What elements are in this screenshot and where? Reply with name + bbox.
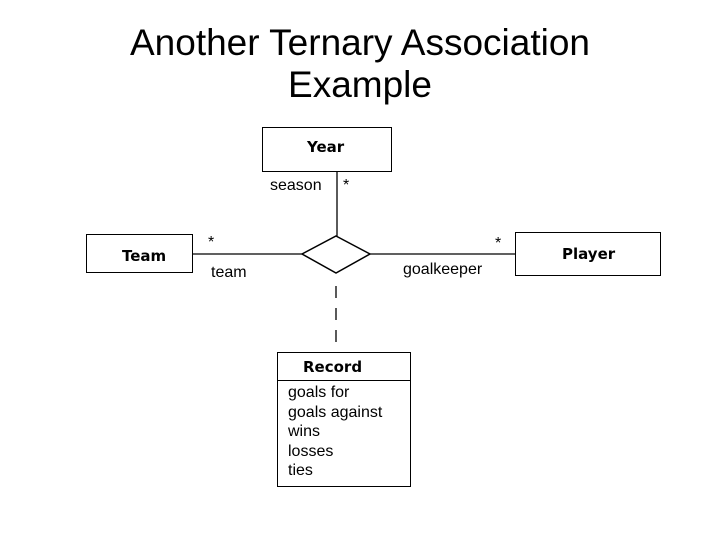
- goalkeeper-role-label: goalkeeper: [403, 261, 483, 278]
- class-player-name: Player: [562, 245, 616, 263]
- ternary-association-diamond: [300, 235, 372, 274]
- class-team[interactable]: Team: [86, 234, 193, 273]
- goalkeeper-multiplicity: *: [495, 235, 502, 252]
- class-year-name: Year: [307, 138, 345, 156]
- record-attribute: goals for: [288, 384, 350, 401]
- team-role-label: team: [211, 264, 247, 281]
- class-record-name: Record: [303, 358, 363, 376]
- season-role-label: season: [270, 177, 322, 194]
- class-player[interactable]: Player: [515, 232, 661, 276]
- slide-title: Another Ternary Association Example: [0, 22, 720, 106]
- record-attribute: ties: [288, 462, 313, 479]
- slide-title-line-1: Another Ternary Association: [129, 22, 591, 63]
- record-attribute: wins: [288, 423, 321, 440]
- record-attribute: losses: [288, 442, 334, 460]
- class-year[interactable]: Year: [262, 127, 392, 172]
- class-record-divider: [278, 380, 410, 381]
- class-record[interactable]: Record goals for goals against wins loss…: [277, 352, 411, 487]
- class-team-name: Team: [122, 247, 167, 265]
- class-record-attributes: goals for goals against wins losses ties: [288, 383, 382, 481]
- slide-title-line-2: Example: [288, 64, 432, 105]
- record-attribute: goals against: [288, 403, 383, 421]
- team-multiplicity: *: [208, 234, 215, 251]
- season-multiplicity: *: [343, 177, 350, 194]
